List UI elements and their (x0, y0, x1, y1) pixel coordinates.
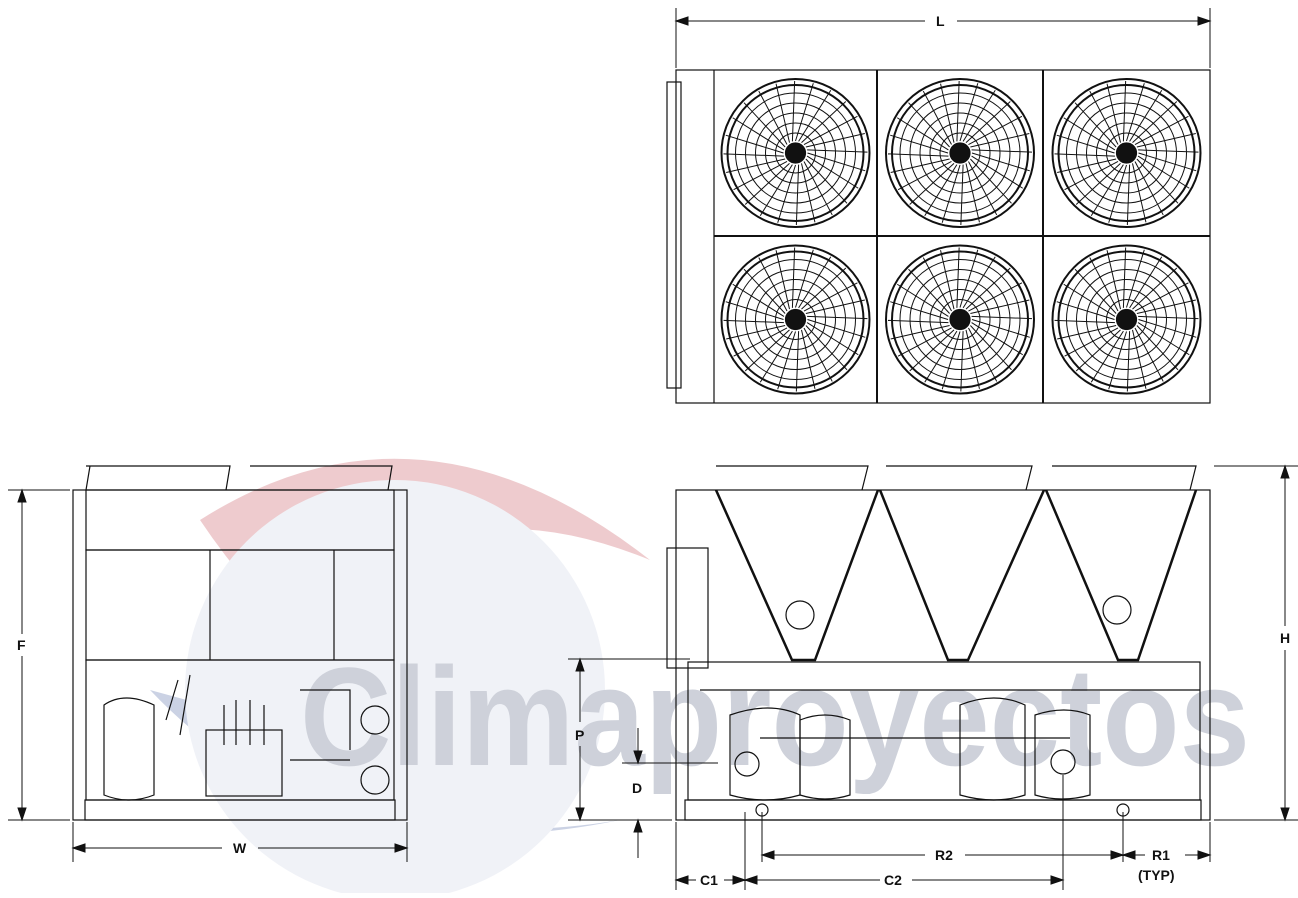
coil-v2 (878, 489, 1046, 662)
fan-guard-4 (720, 244, 871, 395)
dim-label-W: W (233, 840, 247, 856)
fan-guard-6 (1051, 244, 1202, 395)
watermark-globe (185, 480, 605, 898)
compressor-3 (959, 697, 1026, 801)
fan-guard-1 (720, 78, 871, 228)
dim-label-R1: R1 (1152, 847, 1170, 863)
dimension-C1-C2 (674, 775, 1065, 890)
watermark-text: Climaproyectos (300, 638, 1250, 795)
compressor-4 (1034, 709, 1091, 800)
compressor-end (103, 697, 155, 801)
dim-label-H: H (1280, 630, 1290, 646)
dimension-H (1214, 464, 1298, 822)
dimension-W (71, 822, 409, 862)
compressor-2 (799, 714, 851, 800)
dimension-P (568, 657, 690, 822)
dim-label-P: P (575, 727, 584, 743)
top-view (666, 69, 1211, 404)
side-view (666, 465, 1211, 821)
dimension-F (8, 488, 70, 822)
coil-v1 (714, 489, 880, 662)
dimension-L (674, 8, 1212, 68)
dim-label-R1-note: (TYP) (1138, 867, 1175, 883)
fan-guard-5 (885, 244, 1035, 395)
dim-label-L: L (936, 13, 945, 29)
end-view (72, 465, 408, 821)
fan-guard-3 (1051, 78, 1202, 228)
dim-label-C2: C2 (884, 872, 902, 888)
fan-guard-2 (885, 78, 1035, 228)
coil-v3 (1044, 489, 1198, 662)
dimension-D (622, 728, 718, 858)
dim-label-D: D (632, 780, 642, 796)
watermark: Climaproyectos (150, 458, 1250, 898)
dim-label-F: F (17, 637, 26, 653)
dim-label-R2: R2 (935, 847, 953, 863)
dimension-R2-R1 (760, 812, 1212, 862)
dim-label-C1: C1 (700, 872, 718, 888)
receiver-end (205, 729, 283, 797)
control-box-top (666, 81, 682, 389)
